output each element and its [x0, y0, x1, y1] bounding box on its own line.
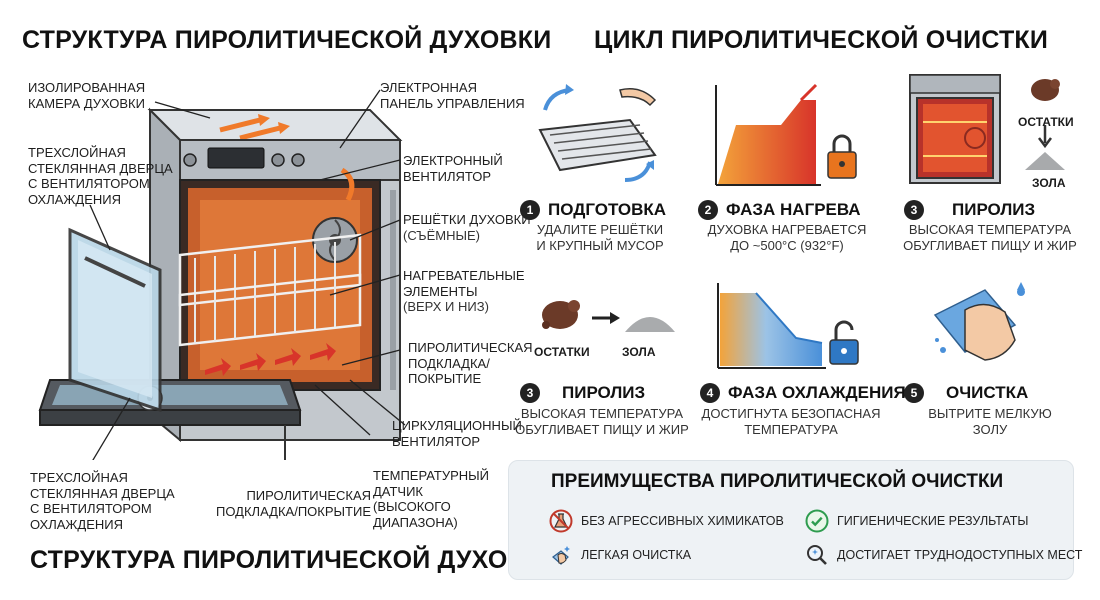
heating-phase-icon: [715, 83, 857, 186]
heat-flow-arrows: [219, 114, 290, 141]
step-4-number: 4: [700, 383, 720, 403]
ash-label-bottom: ЗОЛА: [622, 345, 656, 359]
lock-open-icon: [829, 320, 859, 365]
advantage-easy-clean: ЛЕГКАЯ ОЧИСТКА: [549, 543, 691, 567]
cooling-phase-icon: [717, 283, 859, 369]
wipe-cloth-icon: [933, 282, 1025, 361]
step-2-number: 2: [698, 200, 718, 220]
residue-label-top: ОСТАТКИ: [1018, 115, 1074, 129]
check-circle-icon: [805, 509, 829, 533]
residue-to-ash-icon: [542, 300, 675, 332]
no-chemicals-icon: [549, 509, 573, 533]
prep-rack-icon: [538, 84, 657, 182]
advantages-title: ПРЕИМУЩЕСТВА ПИРОЛИТИЧЕСКОЙ ОЧИСТКИ: [551, 471, 1004, 492]
structure-title-bottom: СТРУКТУРА ПИРОЛИТИЧЕСКОЙ ДУХОВКИ: [30, 546, 560, 574]
leader-lines: [89, 89, 406, 460]
magnifier-icon: [807, 545, 827, 565]
structure-title: СТРУКТУРА ПИРОЛИТИЧЕСКОЙ ДУХОВКИ: [22, 26, 552, 54]
step-3b-number: 3: [520, 383, 540, 403]
ash-label-top: ЗОЛА: [1032, 176, 1066, 190]
oven-illustration: [38, 89, 406, 460]
advantages-panel: ПРЕИМУЩЕСТВА ПИРОЛИТИЧЕСКОЙ ОЧИСТКИ БЕЗ …: [508, 460, 1082, 580]
advantage-hygienic: ГИГИЕНИЧЕСКИЕ РЕЗУЛЬТАТЫ: [805, 509, 1028, 533]
residue-label-bottom: ОСТАТКИ: [534, 345, 590, 359]
label-oven-racks: РЕШЁТКИ ДУХОВКИ(СЪЁМНЫЕ): [403, 212, 531, 243]
heating-element-arrows: [205, 343, 336, 376]
step-5-number: 5: [904, 383, 924, 403]
advantage-no-chemicals: БЕЗ АГРЕССИВНЫХ ХИМИКАТОВ: [549, 509, 784, 533]
cycle-title: ЦИКЛ ПИРОЛИТИЧЕСКОЙ ОЧИСТКИ: [594, 26, 1049, 54]
sparkle-hand-icon: [552, 546, 570, 565]
step-1-number: 1: [520, 200, 540, 220]
oven-racks: [178, 233, 362, 347]
ash-icon: [1025, 152, 1065, 170]
knob-icon: [183, 153, 197, 167]
pyrolysis-oven-icon: [909, 74, 1065, 184]
advantage-hard-to-reach: ДОСТИГАЕТ ТРУДНОДОСТУПНЫХ МЕСТ: [805, 543, 1082, 567]
step-3-number: 3: [904, 200, 924, 220]
lock-closed-icon: [827, 134, 857, 179]
